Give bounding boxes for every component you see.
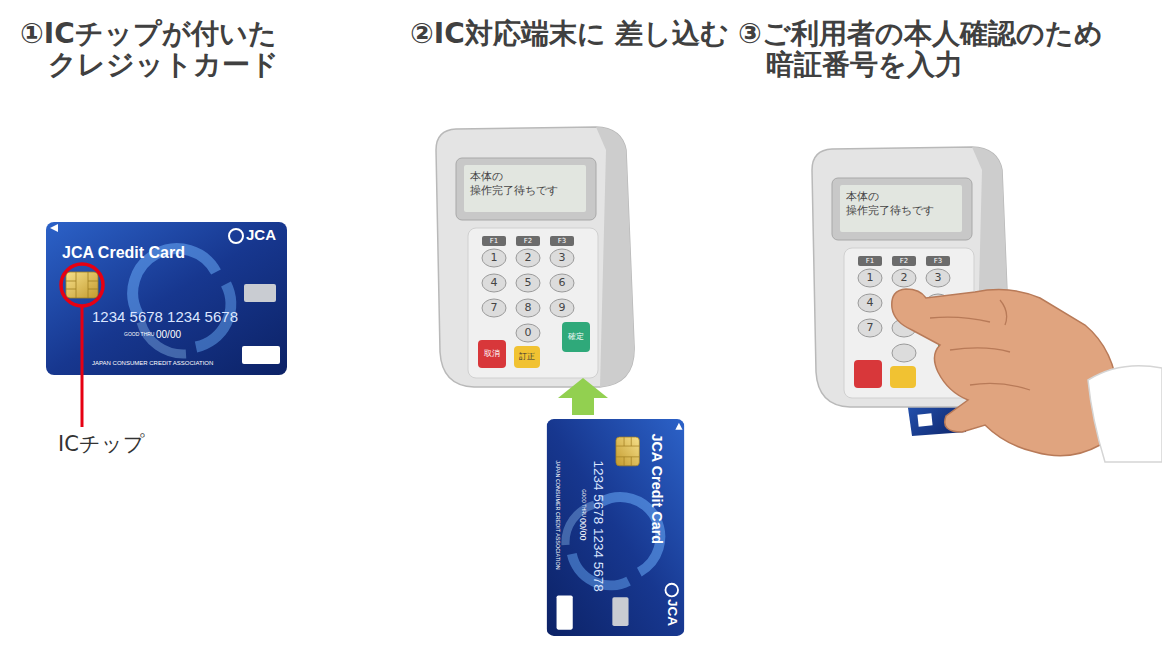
key-label: 7 (478, 302, 510, 314)
card-text: JCA Credit Card (62, 244, 185, 262)
card-number: 1234 5678 1234 5678 (92, 308, 238, 325)
key-label: 7 (854, 322, 886, 334)
screen-text: 本体の 操作完了待ちです (470, 170, 578, 198)
card-text: JCA Credit Card (647, 433, 664, 544)
callout-label: ICチップ (58, 431, 145, 457)
highlight-circle (61, 264, 103, 306)
step-heading: ①ICチップが付いた クレジットカード (20, 18, 378, 80)
insert-arrow (558, 378, 608, 415)
key-label: F1 (854, 257, 886, 265)
card-logo: JCA (246, 226, 276, 243)
key-label: F2 (888, 257, 920, 265)
key-label: 3 (922, 272, 954, 284)
key-label: 8 (512, 302, 544, 314)
screen-text: 本体の 操作完了待ちです (846, 190, 954, 218)
step-heading: ③ご利用者の本人確認のため 暗証番号を入力 (738, 18, 1146, 80)
key-label: 1 (854, 272, 886, 284)
card-text: GOOD THRU (580, 489, 585, 516)
key-label: F1 (478, 237, 510, 245)
key-label: 3 (546, 252, 578, 264)
key-label: 2 (888, 272, 920, 284)
card-expiry: 00/00 (156, 329, 181, 341)
key-label: 4 (854, 297, 886, 309)
hand (892, 289, 1162, 462)
key-label: 4 (478, 277, 510, 289)
card-terminal (436, 127, 634, 387)
key-label: 訂正 (511, 352, 543, 362)
key-label: 6 (546, 277, 578, 289)
key-label: 9 (546, 302, 578, 314)
key-label: F3 (922, 257, 954, 265)
card-text: GOOD THRU (124, 332, 154, 338)
step-heading: ②IC対応端末に 差し込む (410, 18, 738, 49)
key-label: 5 (512, 277, 544, 289)
key-label: 0 (512, 327, 544, 339)
key-label: F3 (546, 237, 578, 245)
credit-card: JCA Credit CardJCA 1234 5678 1234 5678 GOO… (546, 419, 684, 636)
card-text: JAPAN CONSUMER CREDIT ASSOCIATION (553, 460, 559, 569)
card-number: 1234 5678 1234 5678 (591, 460, 607, 591)
card-text: JAPAN CONSUMER CREDIT ASSOCIATION (92, 360, 213, 367)
card-expiry: 00/00 (577, 518, 587, 541)
key-label: 確定 (560, 332, 592, 342)
card-logo: JCA (665, 599, 681, 626)
key-label: 2 (512, 252, 544, 264)
key-label: 取消 (476, 349, 508, 359)
key-label: 1 (478, 252, 510, 264)
leader-line (81, 306, 84, 427)
key-label: F2 (512, 237, 544, 245)
